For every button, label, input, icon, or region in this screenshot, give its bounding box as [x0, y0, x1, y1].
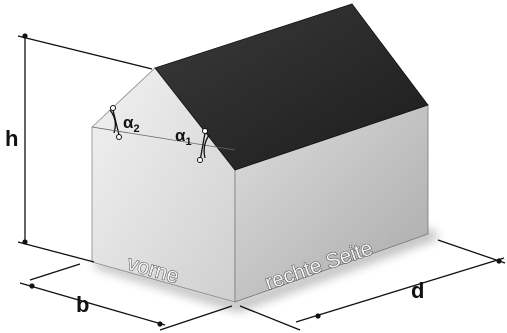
angle-alpha2-index: 2	[133, 123, 139, 135]
angle-alpha1-label: α1	[175, 126, 192, 148]
ground-shadow	[95, 228, 440, 312]
angle-alpha2-symbol: α	[123, 113, 134, 132]
angle-alpha2-marker: α2	[91, 105, 236, 151]
angle-alpha1-marker: α1	[175, 126, 210, 163]
width-dimension: b	[19, 263, 233, 331]
angle-alpha1-index: 1	[185, 136, 191, 148]
angle-alpha1-symbol: α	[175, 126, 186, 145]
width-label: b	[76, 292, 89, 317]
depth-dimension: d	[239, 239, 506, 331]
height-label: h	[5, 126, 18, 151]
depth-label: d	[411, 278, 424, 303]
angle-alpha2-label: α2	[123, 113, 140, 135]
height-dimension: h	[5, 33, 153, 263]
